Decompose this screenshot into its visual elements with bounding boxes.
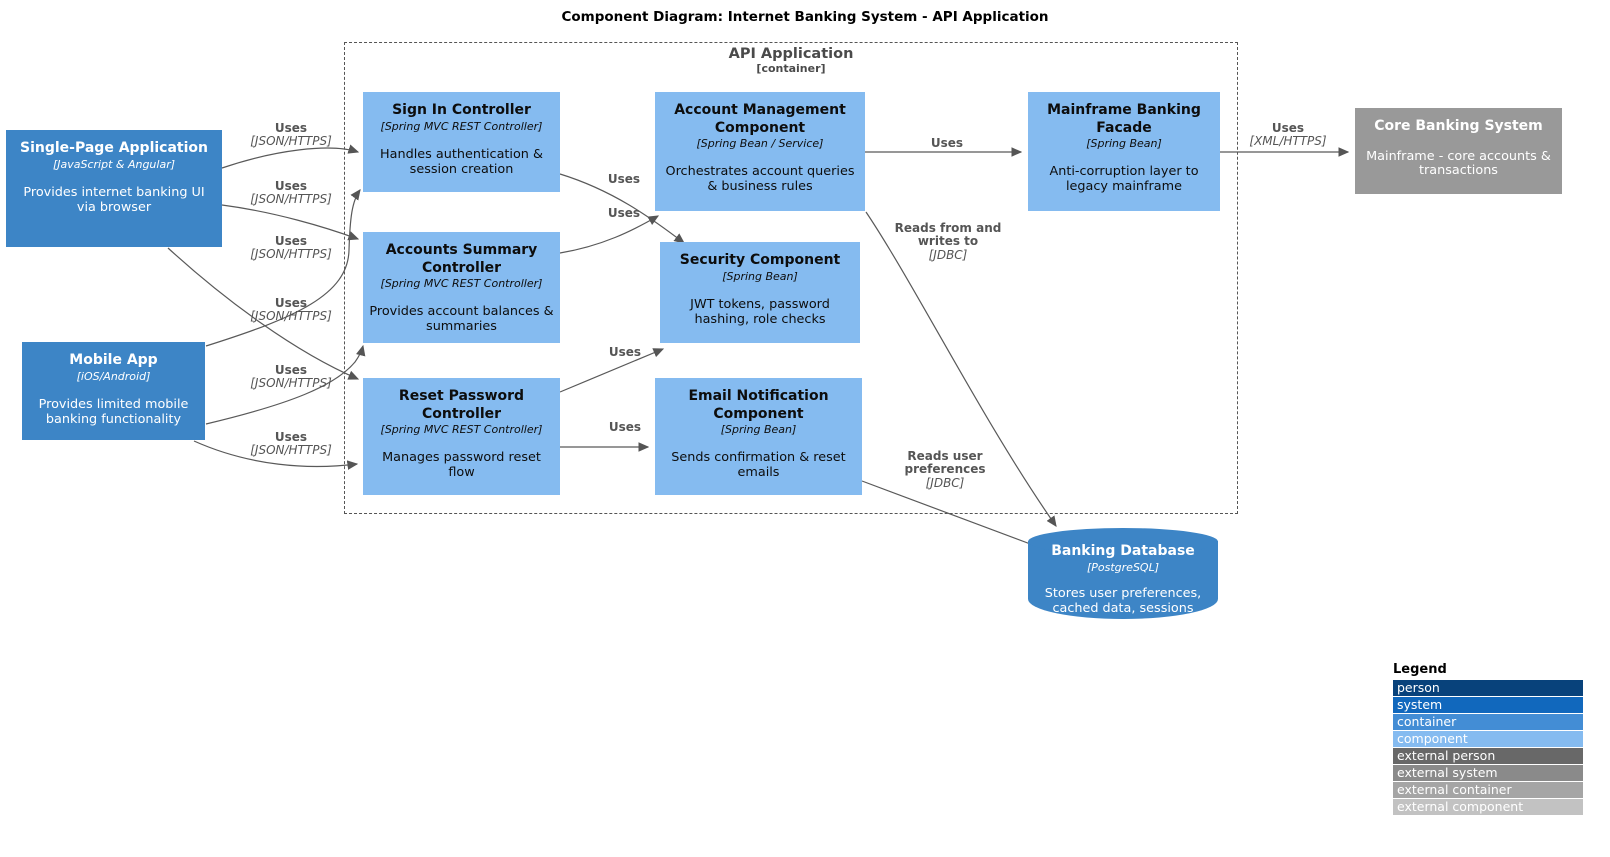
- node-accounts-summary-controller: Accounts Summary Controller [Spring MVC …: [363, 232, 560, 343]
- node-subtitle: [JavaScript & Angular]: [52, 157, 176, 171]
- legend-item-external-container: external container: [1393, 782, 1583, 798]
- node-title: Account Management Component: [674, 102, 846, 136]
- edge-spa-signin: [221, 144, 360, 169]
- node-subtitle: [Spring Bean]: [722, 269, 798, 283]
- node-single-page-application: Single-Page Application [JavaScript & An…: [6, 130, 222, 247]
- node-description: Manages password reset flow: [382, 450, 541, 481]
- edge-label-reset-security: Uses: [608, 345, 642, 359]
- edge-label-accounts-acctmgmt: Uses: [607, 206, 641, 220]
- node-title: Mainframe Banking Facade: [1047, 102, 1201, 136]
- node-subtitle: [Spring Bean / Service]: [696, 137, 824, 150]
- edge-label-signin-security: Uses: [607, 172, 641, 186]
- edge-acctmgmt-db: [865, 211, 1057, 527]
- edge-mobile-reset: [193, 440, 359, 470]
- node-subtitle: [Spring Bean]: [1086, 137, 1162, 150]
- node-description: Provides internet banking UI via browser: [23, 184, 205, 215]
- node-description: Orchestrates account queries & business …: [665, 164, 855, 195]
- legend-item-external-component: external component: [1393, 799, 1583, 815]
- edge-label-spa-signin: Uses [JSON/HTTPS]: [250, 121, 332, 149]
- edge-signin-security: [559, 173, 685, 244]
- node-title: Single-Page Application: [20, 140, 208, 156]
- legend-item-container: container: [1393, 714, 1583, 730]
- node-title: Accounts Summary Controller: [385, 242, 538, 276]
- edge-spa-reset: [167, 247, 360, 380]
- node-title: Mobile App: [69, 352, 158, 368]
- legend-title: Legend: [1393, 662, 1447, 677]
- edge-label-mobile-accounts: Uses [JSON/HTTPS]: [250, 363, 332, 391]
- node-subtitle: [PostgreSQL]: [1086, 560, 1160, 574]
- node-description: Stores user preferences, cached data, se…: [1044, 585, 1202, 616]
- edge-label-mobile-reset: Uses [JSON/HTTPS]: [250, 430, 332, 458]
- legend-item-external-person: external person: [1393, 748, 1583, 764]
- node-subtitle: [Spring MVC REST Controller]: [380, 423, 543, 436]
- node-description: Mainframe - core accounts & transactions: [1366, 148, 1551, 179]
- boundary-title: API Application: [728, 46, 854, 62]
- edge-label-email-db: Reads user preferences [JDBC]: [904, 449, 986, 490]
- node-subtitle: [iOS/Android]: [76, 369, 151, 383]
- node-sign-in-controller: Sign In Controller [Spring MVC REST Cont…: [363, 92, 560, 192]
- edge-email-db: [861, 480, 1043, 550]
- legend-item-external-system: external system: [1393, 765, 1583, 781]
- legend-item-person: person: [1393, 680, 1583, 696]
- node-subtitle: [Spring MVC REST Controller]: [380, 277, 543, 290]
- node-description: Provides limited mobile banking function…: [38, 396, 189, 427]
- edge-accounts-acctmgmt: [559, 215, 660, 254]
- legend: Legend person system container component…: [1393, 662, 1583, 816]
- node-title: Core Banking System: [1374, 118, 1543, 134]
- edge-reset-security: [559, 348, 665, 393]
- node-subtitle: [Spring MVC REST Controller]: [380, 119, 543, 133]
- edge-mobile-accounts: [205, 344, 366, 425]
- edge-label-spa-accounts: Uses [JSON/HTTPS]: [250, 179, 332, 207]
- node-email-notification-component: Email Notification Component [Spring Bea…: [655, 378, 862, 495]
- boundary-label: API Application [container]: [345, 46, 1237, 75]
- legend-item-component: component: [1393, 731, 1583, 747]
- node-banking-database: Banking Database [PostgreSQL] Stores use…: [1028, 528, 1218, 619]
- node-title: Banking Database: [1051, 543, 1195, 559]
- node-title: Email Notification Component: [688, 388, 829, 422]
- node-title: Sign In Controller: [392, 102, 531, 118]
- node-mainframe-banking-facade: Mainframe Banking Facade [Spring Bean] A…: [1028, 92, 1220, 211]
- node-description: Handles authentication & session creatio…: [380, 146, 543, 177]
- node-core-banking-system: Core Banking System Mainframe - core acc…: [1355, 108, 1562, 194]
- node-title: Security Component: [679, 252, 841, 268]
- node-account-management-component: Account Management Component [Spring Bea…: [655, 92, 865, 211]
- node-subtitle: [Spring Bean]: [720, 423, 797, 436]
- node-reset-password-controller: Reset Password Controller [Spring MVC RE…: [363, 378, 560, 495]
- page-title: Component Diagram: Internet Banking Syst…: [561, 9, 1049, 25]
- edge-label-acctmgmt-facade: Uses: [930, 136, 964, 150]
- edge-label-acctmgmt-db: Reads from and writes to [JDBC]: [894, 221, 1002, 262]
- node-description: Provides account balances & summaries: [369, 304, 554, 335]
- edge-spa-accounts: [221, 204, 360, 241]
- edge-mobile-signin: [205, 189, 361, 347]
- node-security-component: Security Component [Spring Bean] JWT tok…: [660, 242, 860, 343]
- legend-item-system: system: [1393, 697, 1583, 713]
- database-text: Banking Database [PostgreSQL] Stores use…: [1028, 543, 1218, 617]
- node-mobile-app: Mobile App [iOS/Android] Provides limite…: [22, 342, 205, 440]
- node-description: Anti-corruption layer to legacy mainfram…: [1049, 164, 1199, 195]
- edge-label-reset-email: Uses: [608, 420, 642, 434]
- edge-label-facade-corebank: Uses [XML/HTTPS]: [1249, 121, 1327, 149]
- node-description: Sends confirmation & reset emails: [671, 450, 846, 481]
- node-title: Reset Password Controller: [398, 388, 525, 422]
- api-application-boundary: API Application [container]: [344, 42, 1238, 514]
- boundary-subtitle: [container]: [756, 62, 826, 75]
- node-description: JWT tokens, password hashing, role check…: [690, 296, 830, 327]
- edge-label-spa-reset: Uses [JSON/HTTPS]: [250, 296, 332, 324]
- edge-label-mobile-signin: Uses [JSON/HTTPS]: [250, 234, 332, 262]
